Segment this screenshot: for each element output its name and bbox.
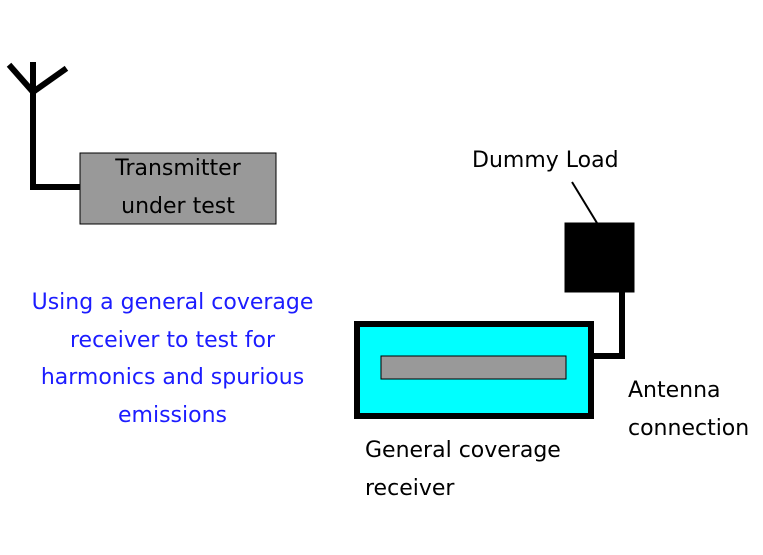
dummy-load-label: Dummy Load [472,148,619,173]
antenna-connection-line2: connection [628,416,750,441]
transmitter-label-line2: under test [121,194,235,219]
transmitter-label-line1: Transmitter [115,156,241,181]
caption-line3: harmonics and spurious [40,365,305,390]
receiver-display [380,355,567,380]
receiver-label-line2: receiver [365,476,455,501]
antenna-icon [6,62,83,190]
receiver-label-line1: General coverage [365,438,561,463]
diagram-caption: Using a general coverage receiver to tes… [20,284,325,434]
antenna-connection-label: Antenna connection [628,372,749,448]
dummy-load [564,222,635,293]
receiver-label: General coverage receiver [365,432,561,508]
caption-line2: receiver to test for [69,327,275,353]
transmitter-box [79,152,277,225]
antenna-connection-line1: Antenna [628,378,721,403]
caption-line4: emissions [118,402,227,428]
caption-line1: Using a general coverage [31,290,314,315]
dummy-load-pointer [571,181,598,224]
antenna-connection-cable [591,290,625,359]
transmitter-label: Transmitter under test [80,150,276,226]
